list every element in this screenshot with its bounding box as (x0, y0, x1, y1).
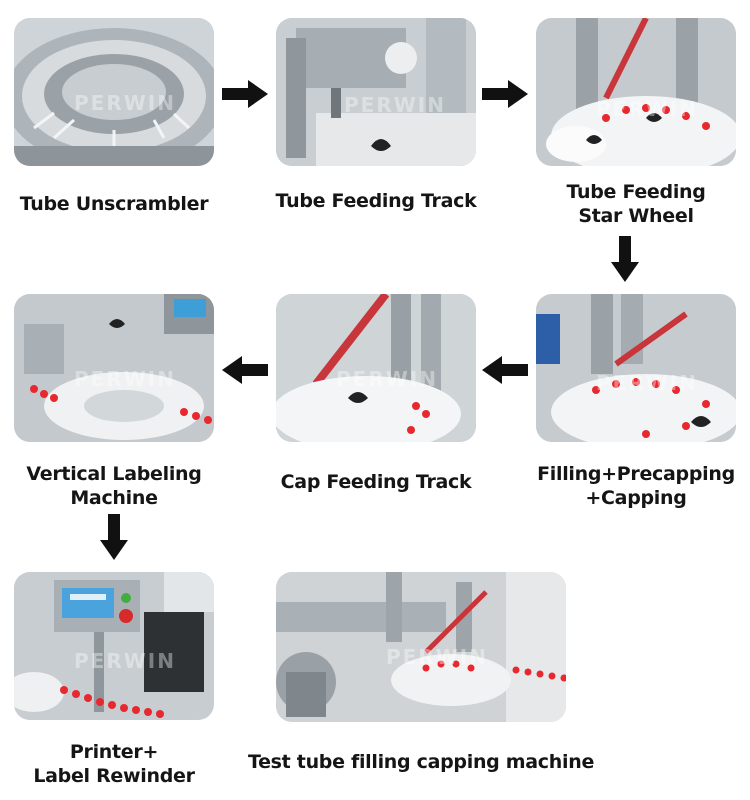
caption-line: Label Rewinder (33, 765, 195, 787)
photo-tube-feeding-star-wheel: PERWIN (536, 18, 736, 166)
caption-vertical-labeling-machine: Vertical Labeling Machine (4, 462, 224, 510)
caption-filling-precapping-capping: Filling+Precapping +Capping (526, 462, 746, 510)
photo-vertical-labeling-machine: PERWIN (14, 294, 214, 442)
arrow-left-1 (222, 356, 268, 384)
caption-line: Printer+ (69, 741, 159, 763)
arrow-right-1 (222, 80, 268, 108)
svg-text:PERWIN: PERWIN (336, 367, 438, 391)
svg-text:PERWIN: PERWIN (74, 649, 176, 673)
caption-line: Vertical Labeling (26, 463, 202, 485)
photo-printer-label-rewinder: PERWIN (14, 572, 214, 720)
arrow-down-2 (100, 514, 128, 560)
caption-test-tube-filling-capping-machine: Test tube filling capping machine (247, 751, 595, 773)
photo-tube-feeding-track: PERWIN (276, 18, 476, 166)
caption-line: Machine (70, 487, 158, 509)
caption-tube-feeding-track: Tube Feeding Track (275, 190, 477, 212)
caption-tube-feeding-star-wheel: Tube Feeding Star Wheel (526, 180, 746, 228)
arrow-right-2 (482, 80, 528, 108)
svg-text:PERWIN: PERWIN (74, 367, 176, 391)
svg-text:PERWIN: PERWIN (596, 97, 698, 121)
photo-tube-unscrambler: PERWIN (14, 18, 214, 166)
caption-line: Star Wheel (578, 205, 694, 227)
arrow-down-1 (611, 236, 639, 282)
caption-printer-label-rewinder: Printer+ Label Rewinder (4, 740, 224, 788)
photo-test-tube-filling-capping-machine: PERWIN (276, 572, 566, 722)
caption-line: +Capping (585, 487, 687, 509)
photo-filling-precapping-capping: PERWIN (536, 294, 736, 442)
svg-text:PERWIN: PERWIN (596, 371, 698, 395)
photo-cap-feeding-track: PERWIN (276, 294, 476, 442)
svg-text:PERWIN: PERWIN (386, 645, 488, 669)
caption-line: Tube Feeding (566, 181, 706, 203)
caption-line: Filling+Precapping (537, 463, 735, 485)
svg-text:PERWIN: PERWIN (74, 91, 176, 115)
caption-cap-feeding-track: Cap Feeding Track (280, 471, 472, 493)
arrow-left-2 (482, 356, 528, 384)
caption-tube-unscrambler: Tube Unscrambler (19, 193, 209, 215)
svg-text:PERWIN: PERWIN (344, 93, 446, 117)
